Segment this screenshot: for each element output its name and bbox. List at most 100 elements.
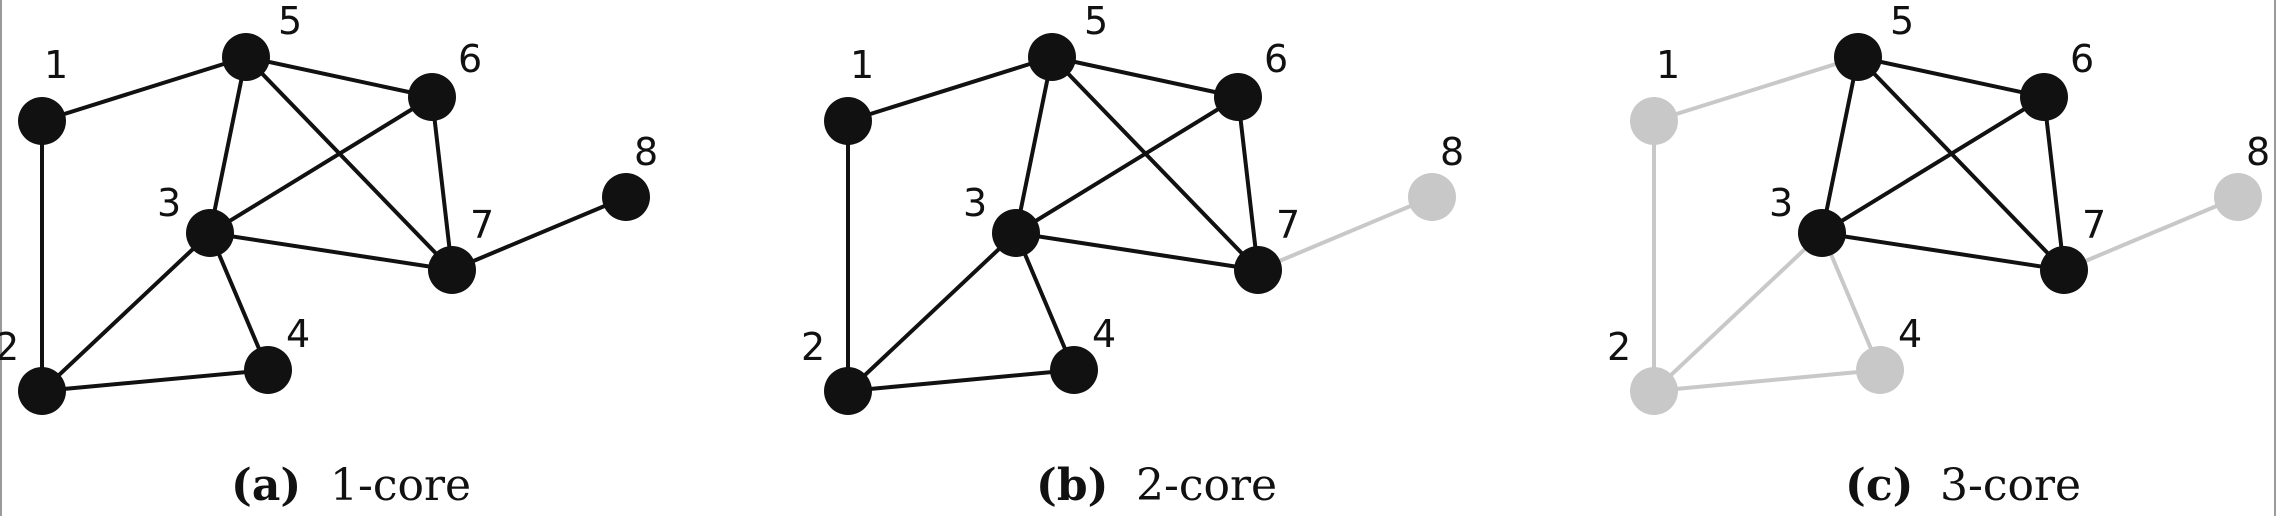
edge-3-7 [208,231,454,272]
node-4 [1050,346,1098,394]
panel-b-caption-letter: (b) [1036,460,1108,511]
node-5 [1028,33,1076,81]
edge-3-6 [1820,95,2046,235]
node-1 [824,97,872,145]
panel-c-edges [1652,55,2240,393]
node-label-6: 6 [1264,37,1288,81]
right-border-rule [2274,0,2276,516]
panel-b-2-core: 1 2 3 4 5 6 7 8 (b) 2-core [801,0,1464,511]
node-3 [186,209,234,257]
edge-3-7 [1820,231,2066,272]
edge-1-5 [40,55,248,123]
node-label-7: 7 [470,203,494,247]
node-label-7: 7 [1276,203,1300,247]
node-4 [244,346,292,394]
panel-b-nodes [824,33,1456,415]
panel-b-caption: (b) 2-core [1036,460,1277,511]
edge-6-7 [430,95,454,272]
node-8 [2214,173,2262,221]
panel-a-caption: (a) 1-core [231,460,471,511]
node-label-6: 6 [2070,37,2094,81]
node-label-4: 4 [1092,312,1116,356]
node-label-2: 2 [0,325,19,369]
node-label-1: 1 [850,43,874,87]
node-label-5: 5 [1084,0,1108,43]
node-7 [1234,246,1282,294]
edge-3-7 [1014,231,1260,272]
edge-3-6 [208,95,434,235]
node-label-3: 3 [963,181,987,225]
panel-c-caption-letter: (c) [1845,460,1913,511]
panel-c-nodes [1630,33,2262,415]
edge-3-4 [1014,231,1076,372]
edge-7-8 [2062,195,2240,272]
panel-a-caption-text: 1-core [330,460,471,511]
panel-b-node-labels: 1 2 3 4 5 6 7 8 [801,0,1464,369]
node-label-1: 1 [1656,43,1680,87]
edge-3-4 [208,231,270,372]
panel-b-caption-text: 2-core [1136,460,1277,511]
edge-5-7 [1050,55,1260,272]
edge-2-3 [846,231,1018,393]
edge-3-5 [208,55,248,235]
node-2 [824,367,872,415]
node-5 [1834,33,1882,81]
node-6 [1214,73,1262,121]
node-label-2: 2 [801,325,825,369]
panel-c-caption: (c) 3-core [1845,460,2081,511]
node-label-4: 4 [1898,312,1922,356]
edge-3-4 [1820,231,1882,372]
node-label-3: 3 [157,181,181,225]
node-label-6: 6 [458,37,482,81]
left-border-rule [0,0,2,516]
panel-c-3-core: 1 2 3 4 5 6 7 8 (c) 3-core [1607,0,2270,511]
node-5 [222,33,270,81]
node-label-3: 3 [1769,181,1793,225]
edge-7-8 [1256,195,1434,272]
edge-3-6 [1014,95,1240,235]
node-6 [408,73,456,121]
panel-a-edges [40,55,628,393]
node-6 [2020,73,2068,121]
edge-1-5 [1652,55,1860,123]
node-1 [1630,97,1678,145]
node-label-8: 8 [1440,130,1464,174]
node-1 [18,97,66,145]
node-2 [18,367,66,415]
edge-2-3 [40,231,212,393]
node-label-2: 2 [1607,325,1631,369]
node-label-5: 5 [1890,0,1914,43]
panel-c-caption-text: 3-core [1940,460,2081,511]
edge-1-5 [846,55,1054,123]
node-8 [1408,173,1456,221]
edge-2-4 [40,368,270,393]
edge-5-6 [1856,55,2046,99]
node-label-1: 1 [44,43,68,87]
edge-7-8 [450,195,628,272]
node-4 [1856,346,1904,394]
panel-b-edges [846,55,1434,393]
node-label-7: 7 [2082,203,2106,247]
panel-c-node-labels: 1 2 3 4 5 6 7 8 [1607,0,2270,369]
node-label-8: 8 [634,130,658,174]
node-3 [992,209,1040,257]
edge-3-5 [1820,55,1860,235]
edge-5-7 [1856,55,2066,272]
node-7 [428,246,476,294]
node-7 [2040,246,2088,294]
edge-3-5 [1014,55,1054,235]
node-2 [1630,367,1678,415]
panel-a-caption-letter: (a) [231,460,301,511]
panel-a-nodes [18,33,650,415]
node-8 [602,173,650,221]
edge-5-6 [1050,55,1240,99]
node-label-5: 5 [278,0,302,43]
edge-5-7 [244,55,454,272]
node-label-8: 8 [2246,130,2270,174]
edge-2-3 [1652,231,1824,393]
edge-2-4 [1652,368,1882,393]
edge-6-7 [2042,95,2066,272]
